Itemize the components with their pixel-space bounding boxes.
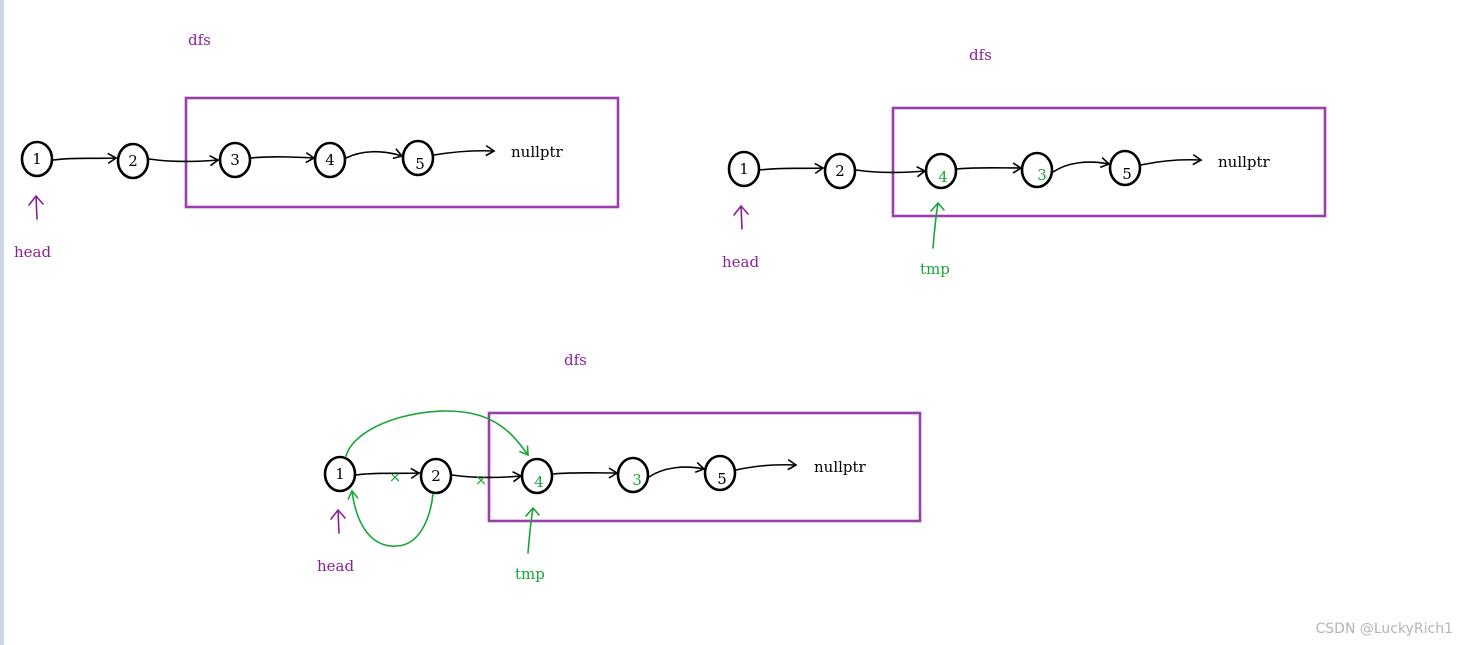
list-node: 5 (703, 454, 737, 492)
list-node: 4 (313, 141, 347, 179)
watermark: CSDN @LuckyRich1 (1315, 621, 1453, 637)
node-value: 1 (739, 160, 749, 178)
list-node: 1 (323, 455, 357, 493)
tmp-label: tmp (920, 260, 950, 278)
list-node: 1 (20, 140, 54, 178)
node-value: 1 (32, 150, 42, 168)
next-arrow (1140, 153, 1203, 166)
node-value: 4 (534, 473, 544, 491)
list-node: 4 (520, 457, 554, 495)
list-node: 3 (1020, 151, 1054, 189)
next-arrow (355, 467, 421, 480)
dfs-title: dfs (564, 351, 587, 369)
list-node: 2 (823, 152, 857, 190)
panel-3: dfs 1 2 4 3 5 nullptr × × (317, 351, 922, 583)
next-arrow (956, 162, 1023, 174)
tmp-pointer-icon (525, 507, 540, 554)
list-node: 2 (116, 142, 150, 180)
dfs-frame (891, 106, 1327, 218)
nullptr-label: nullptr (1218, 153, 1271, 171)
list-node: 5 (1108, 149, 1142, 187)
head-label: head (14, 243, 51, 261)
cut-mark: × (475, 471, 488, 489)
next-arrow (759, 162, 825, 175)
next-arrow (345, 148, 404, 160)
tmp-label: tmp (515, 565, 545, 583)
next-arrow (148, 154, 220, 167)
list-node: 2 (419, 457, 453, 495)
next-arrow (855, 165, 927, 178)
dfs-frame (487, 411, 922, 523)
left-edge-strip (0, 0, 4, 645)
node-value: 5 (415, 155, 425, 173)
list-node: 1 (727, 150, 761, 188)
head-label: head (317, 557, 354, 575)
node-value: 5 (717, 470, 727, 488)
head-pointer-icon (733, 204, 749, 230)
next-arrow (648, 461, 706, 478)
relink-arrow-2-to-1 (347, 489, 434, 547)
head-label: head (722, 253, 759, 271)
next-arrow (735, 458, 798, 471)
dfs-title: dfs (188, 31, 211, 49)
node-value: 4 (325, 151, 335, 169)
node-value: 2 (431, 467, 441, 485)
node-value: 2 (835, 162, 845, 180)
dfs-frame (184, 96, 620, 209)
list-node: 4 (924, 152, 958, 190)
panel-1: dfs 1 2 3 4 5 nullptr head (14, 31, 620, 261)
tmp-pointer-icon (930, 202, 945, 249)
next-arrow (52, 152, 118, 165)
node-value: 2 (128, 152, 138, 170)
panel-2: dfs 1 2 4 3 5 nullptr head t (722, 46, 1327, 278)
node-value: 3 (230, 151, 240, 169)
cut-mark: × (389, 468, 402, 486)
node-value: 5 (1122, 165, 1132, 183)
next-arrow (250, 151, 316, 164)
next-arrow (433, 144, 496, 157)
next-arrow (451, 470, 523, 483)
node-value: 1 (335, 465, 345, 483)
node-value: 4 (938, 168, 948, 186)
dfs-title: dfs (969, 46, 992, 64)
relink-arrow-1-to-4 (345, 410, 529, 457)
node-value: 3 (1037, 166, 1047, 184)
list-node: 3 (616, 456, 650, 494)
next-arrow (1052, 156, 1111, 173)
nullptr-label: nullptr (511, 143, 564, 161)
nullptr-label: nullptr (814, 458, 867, 476)
next-arrow (552, 467, 619, 479)
node-value: 3 (632, 471, 642, 489)
head-pointer-icon (330, 508, 346, 534)
list-node: 3 (218, 141, 252, 179)
list-node: 5 (401, 139, 435, 177)
head-pointer-icon (28, 194, 44, 220)
